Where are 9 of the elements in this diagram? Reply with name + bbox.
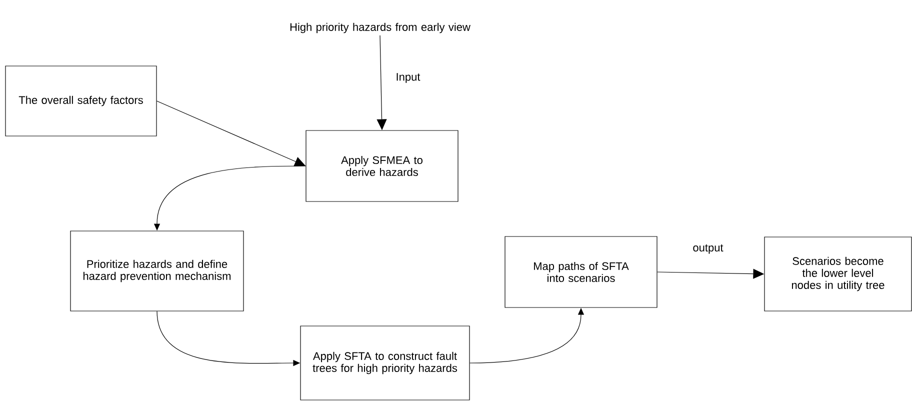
process-box: Scenarios become the lower level nodes in utility tree [764, 236, 912, 312]
process-box: Apply SFTA to construct fault trees for high priority hazards [300, 326, 470, 400]
process-box: The overall safety factors [5, 66, 157, 136]
edge-label: output [692, 243, 724, 255]
process-box: Apply SFMEA to derive hazards [306, 130, 458, 202]
input-text: High priority hazards from early view [290, 22, 470, 34]
edge-label: Input [394, 72, 422, 84]
process-box: Prioritize hazards and define hazard prevention mechanism [70, 230, 244, 312]
process-box: Map paths of SFTA into scenarios [504, 236, 658, 308]
